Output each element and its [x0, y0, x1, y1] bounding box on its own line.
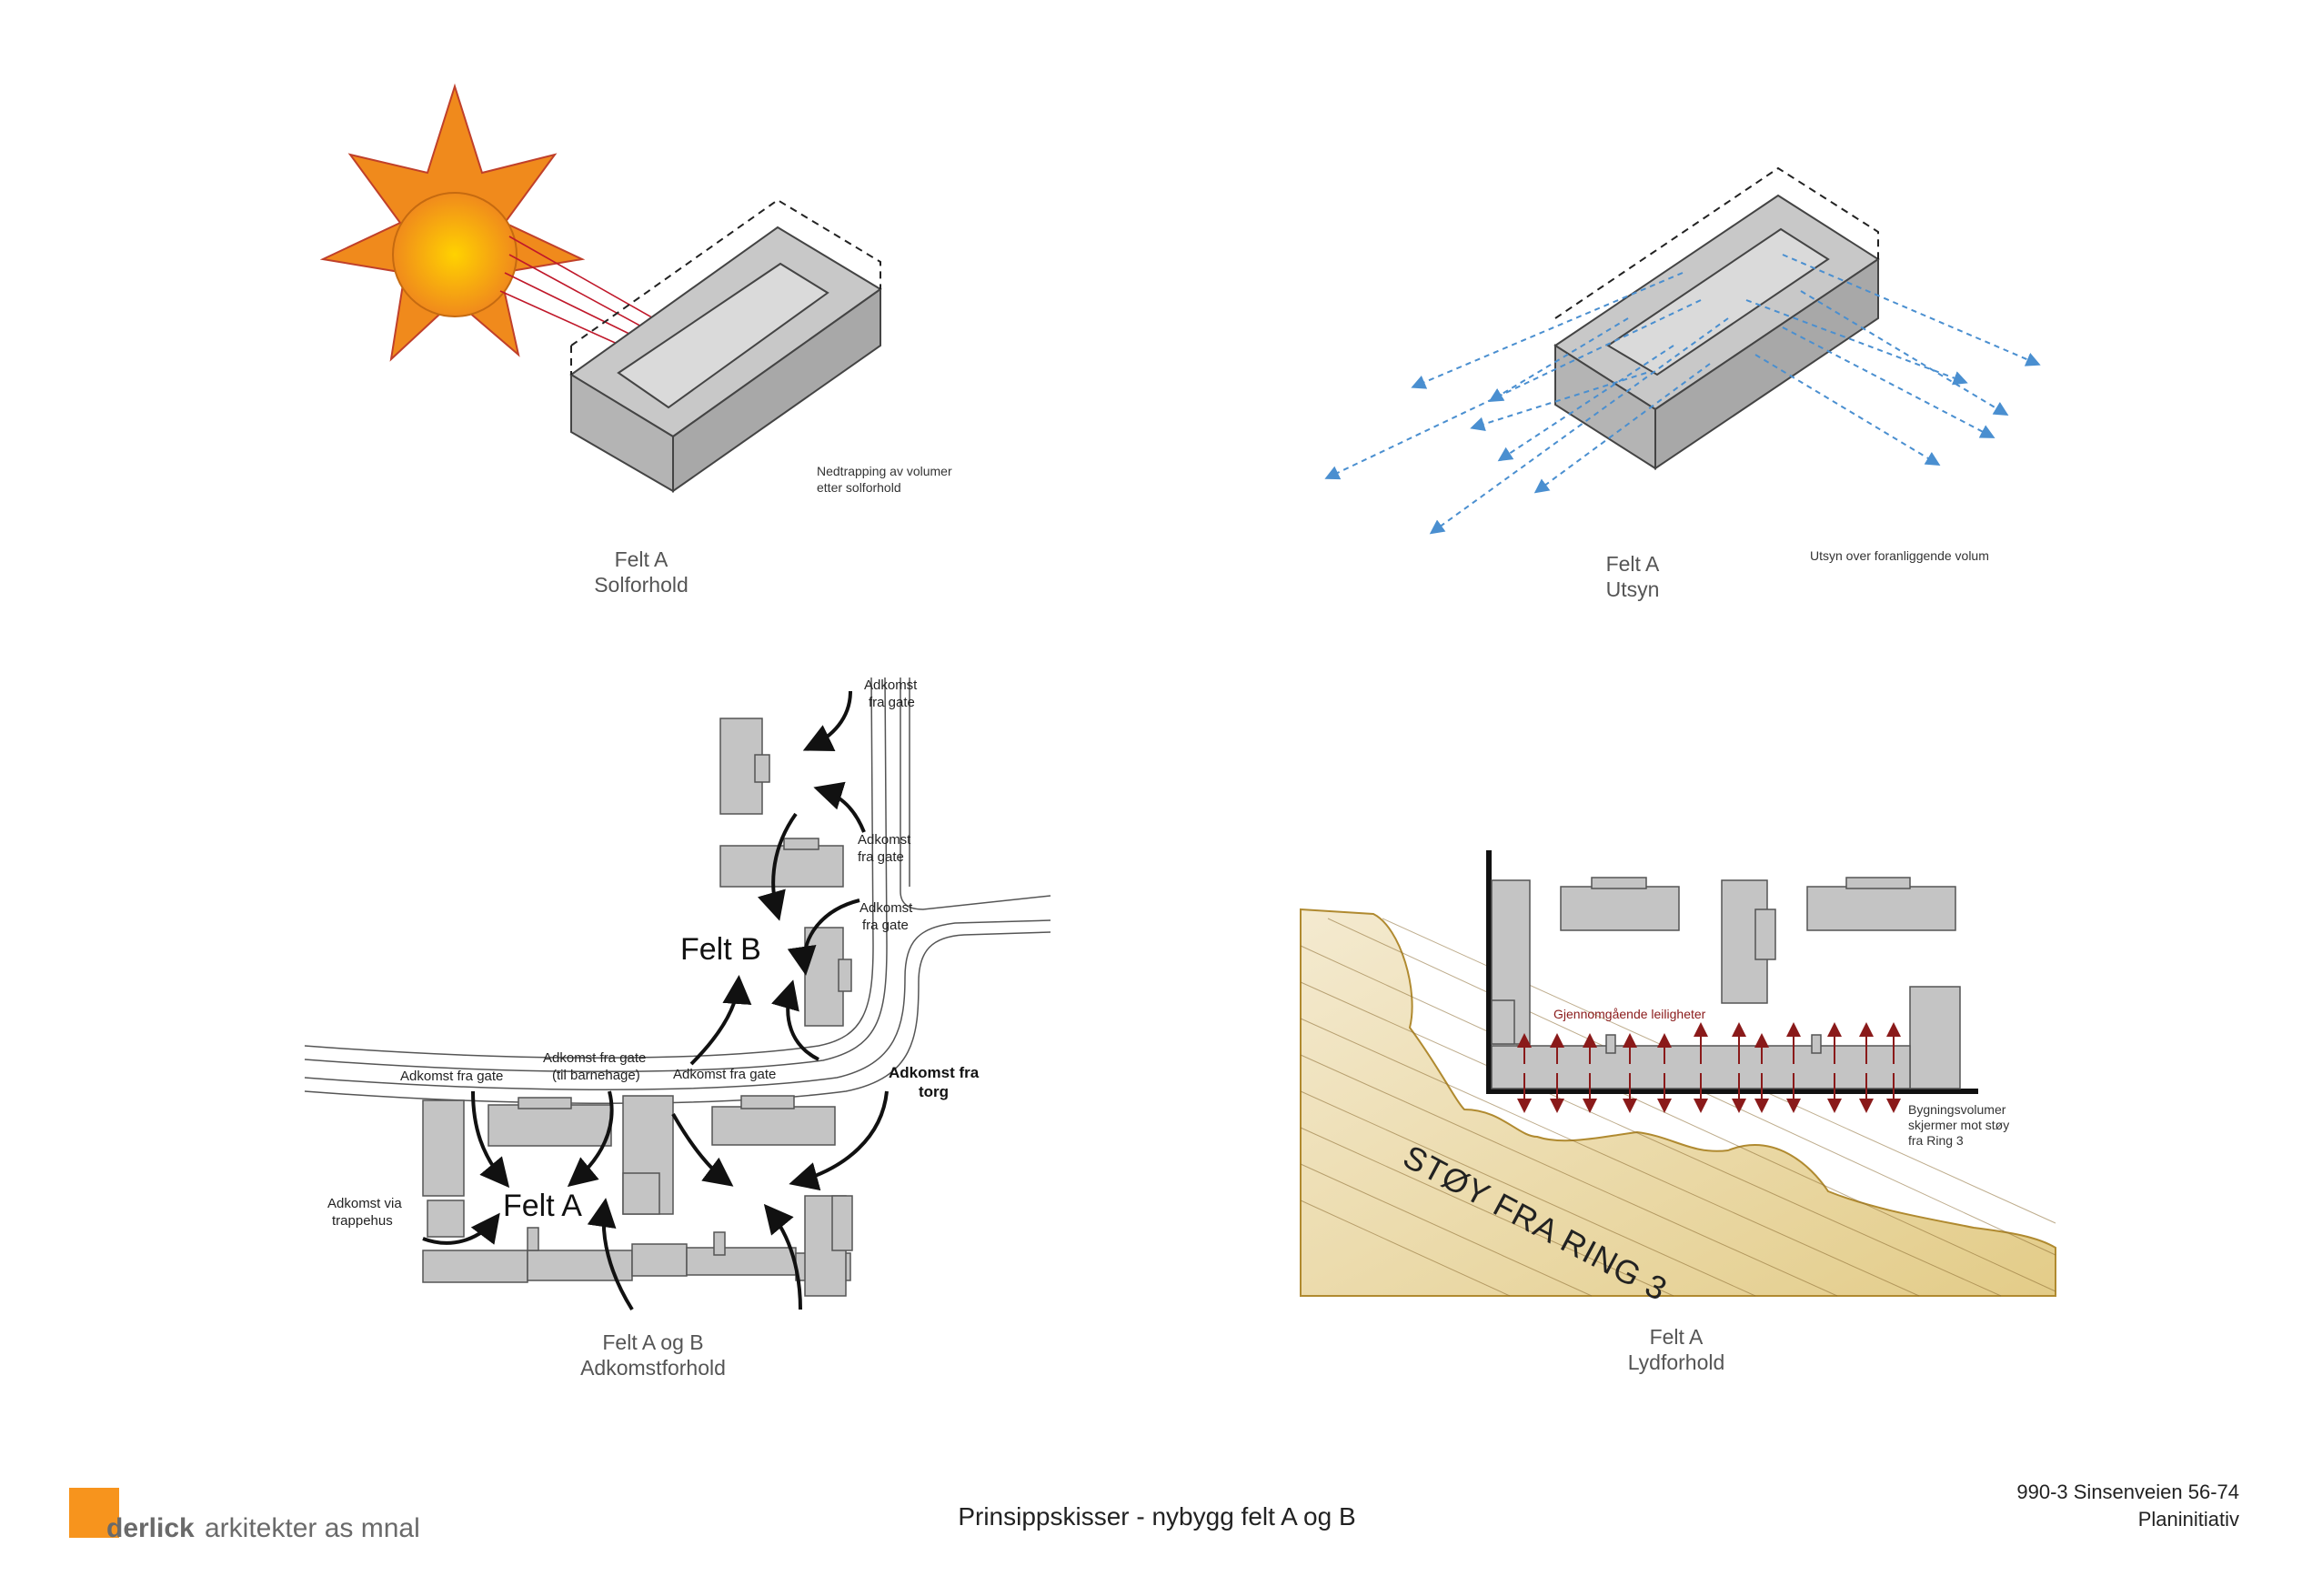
access-caption-line2: Adkomstforhold [580, 1356, 726, 1380]
label-road-right: Adkomst fra gate [673, 1067, 776, 1082]
view-panel: Utsyn over foranliggende volum Felt A Ut… [1324, 166, 2041, 601]
access-buildings [422, 718, 853, 1297]
label-road-center-1: Adkomst fra gate [543, 1050, 646, 1066]
sun-note-line1: Nedtrapping av volumer [817, 464, 952, 478]
label-road-left: Adkomst fra gate [400, 1069, 503, 1084]
sun-caption-line1: Felt A [615, 547, 668, 571]
view-arrows [1324, 254, 2041, 535]
logo-square [69, 1488, 119, 1538]
noise-site-lines [1486, 850, 1978, 1094]
building-volume-sun [569, 198, 882, 493]
noise-zone [1300, 908, 2056, 1297]
noise-hatch [1300, 918, 2056, 1297]
project-subtitle: Planinitiativ [2138, 1508, 2239, 1531]
view-caption-line1: Felt A [1606, 552, 1660, 576]
project-name: 990-3 Sinsenveien 56-74 [2016, 1481, 2239, 1503]
building-volume-view [1553, 166, 1880, 470]
label-trapp-2: trappehus [332, 1213, 393, 1229]
noise-panel: Gjennomgående leiligheter Bygningsvolume… [1300, 850, 2056, 1374]
label-gate-top-1: Adkomst [864, 678, 918, 693]
label-gate-top-2: fra gate [869, 695, 915, 710]
noise-screen-2: skjermer mot støy [1908, 1118, 2009, 1132]
logo-bold: derlick [106, 1513, 195, 1543]
noise-through-units: Gjennomgående leiligheter [1553, 1007, 1706, 1021]
label-gate-low-2: fra gate [862, 918, 909, 933]
access-caption-line1: Felt A og B [602, 1330, 703, 1354]
label-road-center-2: (til barnehage) [552, 1068, 640, 1083]
label-torg-2: torg [919, 1083, 949, 1100]
label-torg-1: Adkomst fra [889, 1064, 980, 1081]
label-felt-a: Felt A [503, 1189, 582, 1223]
logo-rest: arkitekter as mnal [205, 1513, 420, 1543]
noise-caption-line2: Lydforhold [1628, 1350, 1725, 1374]
roads [304, 677, 1051, 1104]
view-caption-line2: Utsyn [1606, 577, 1660, 601]
footer-title: Prinsippskisser - nybygg felt A og B [958, 1502, 1355, 1531]
label-gate-low-1: Adkomst [859, 900, 913, 916]
sun-panel: Nedtrapping av volumer etter solforhold … [319, 83, 952, 597]
sun-icon [319, 83, 586, 362]
access-panel: Adkomst fra gate Adkomst fra gate Adkoms… [304, 677, 1051, 1380]
sun-caption-line2: Solforhold [594, 573, 689, 597]
view-note: Utsyn over foranliggende volum [1810, 548, 1989, 563]
footer: derlick arkitekter as mnal Prinsippskiss… [69, 1481, 2239, 1543]
label-trapp-1: Adkomst via [327, 1196, 402, 1211]
noise-screen-3: fra Ring 3 [1908, 1133, 1964, 1148]
sun-note-line2: etter solforhold [817, 480, 901, 495]
access-arrows[interactable] [422, 690, 889, 1311]
noise-caption-line1: Felt A [1650, 1325, 1704, 1349]
noise-screen-1: Bygningsvolumer [1908, 1102, 2006, 1117]
label-felt-b: Felt B [680, 932, 761, 967]
label-gate-mid-2: fra gate [858, 849, 904, 865]
noise-arrows [1517, 1022, 1901, 1113]
noise-buildings [1491, 877, 1961, 1089]
label-gate-mid-1: Adkomst [858, 832, 911, 848]
